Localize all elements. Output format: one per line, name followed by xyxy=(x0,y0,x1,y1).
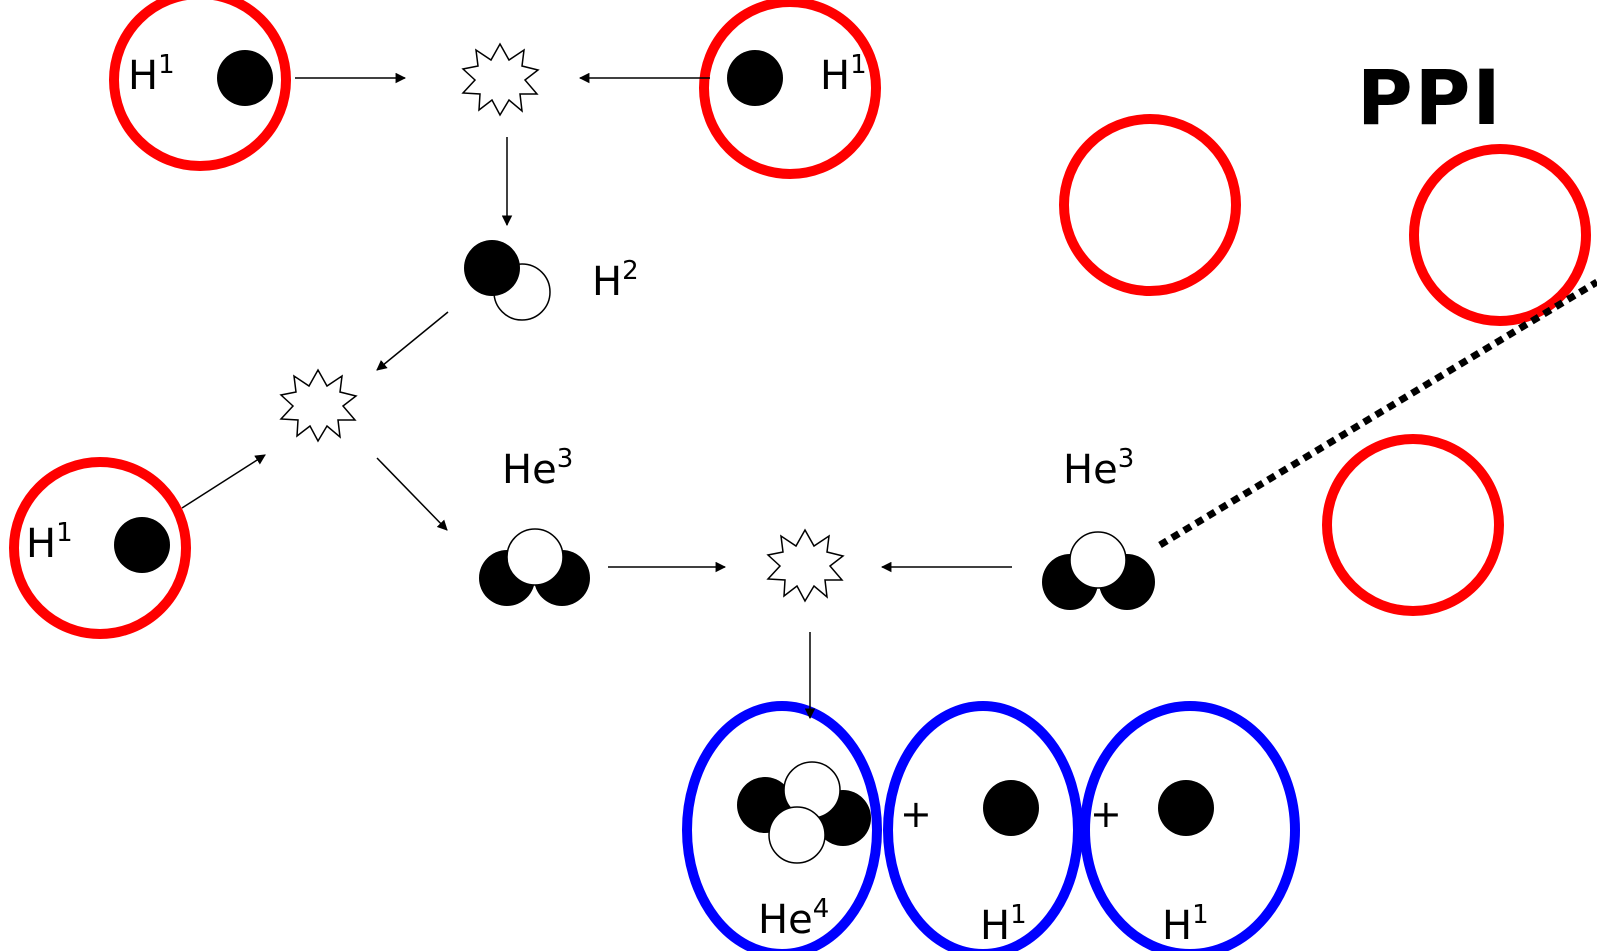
output-ellipse-h1-b xyxy=(1080,701,1300,951)
empty-ring-3 xyxy=(1322,434,1504,616)
diagram-title: PPI xyxy=(1357,53,1503,142)
label-he4: He4 xyxy=(758,894,830,943)
label-h2: H2 xyxy=(592,256,639,305)
proton-top-left xyxy=(217,50,273,106)
dotted-connector xyxy=(1158,279,1597,548)
label-h1-bottom-1: H1 xyxy=(980,900,1027,949)
empty-ring-2 xyxy=(1409,144,1591,326)
proton-output-2 xyxy=(1158,780,1214,836)
empty-ring-1 xyxy=(1059,114,1241,296)
proton-top-right xyxy=(727,50,783,106)
label-h1-top-left: H1 xyxy=(128,50,175,99)
label-h1-bottom-2: H1 xyxy=(1162,900,1209,949)
collision-burst-3 xyxy=(766,528,845,603)
label-he3-right: He3 xyxy=(1063,444,1135,493)
proton-left xyxy=(114,517,170,573)
helium4-nucleus xyxy=(737,761,871,864)
label-he3-left: He3 xyxy=(502,444,574,493)
deuterium-nucleus xyxy=(464,240,551,321)
plus-sign-2: + xyxy=(1090,792,1122,836)
arrow-5 xyxy=(181,454,266,509)
output-ellipse-h1-a xyxy=(883,701,1083,951)
collision-burst-2 xyxy=(279,368,358,443)
input-ring-top-left xyxy=(109,0,291,171)
arrow-6 xyxy=(376,457,448,531)
proton-output-1 xyxy=(983,780,1039,836)
arrow-4 xyxy=(376,311,449,371)
input-ring-top-right xyxy=(699,0,881,179)
input-ring-left xyxy=(9,457,191,639)
label-h1-left: H1 xyxy=(26,518,73,567)
collision-burst-1 xyxy=(461,42,540,117)
label-h1-top-right: H1 xyxy=(820,50,867,99)
plus-sign-1: + xyxy=(900,792,932,836)
output-ellipse-he4 xyxy=(682,701,882,951)
helium3-nucleus-left xyxy=(479,528,590,606)
helium3-nucleus-right xyxy=(1042,531,1155,610)
